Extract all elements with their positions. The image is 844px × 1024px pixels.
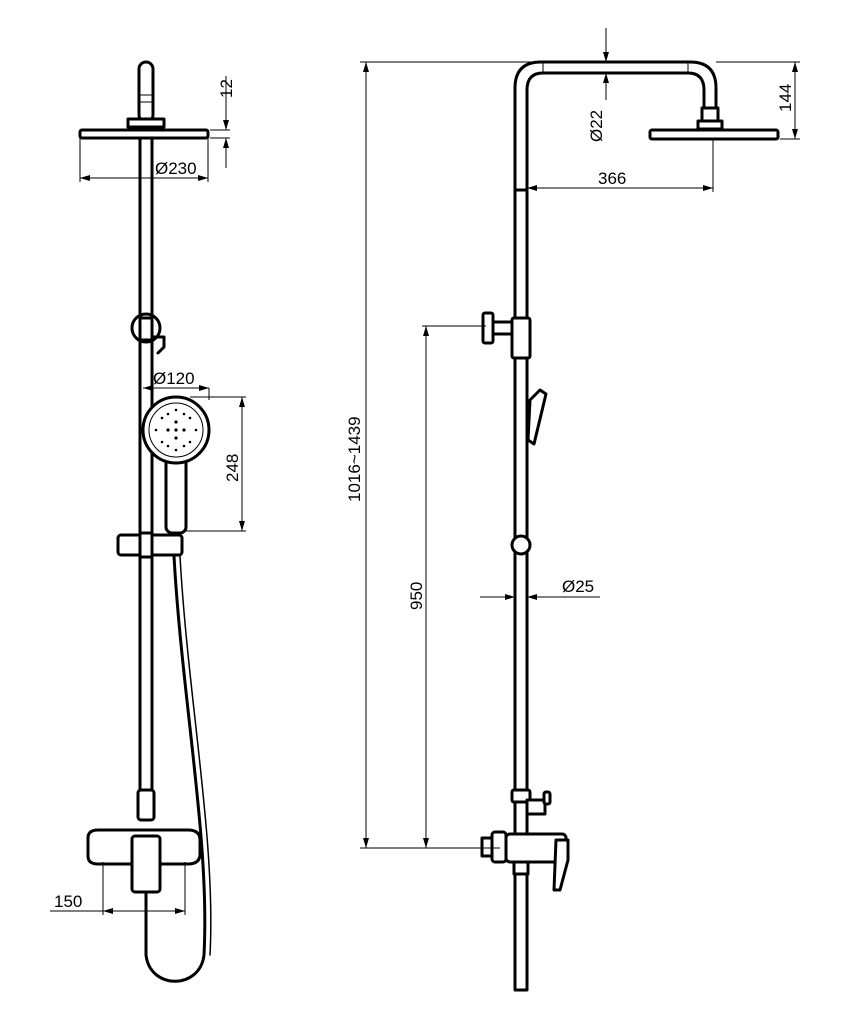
- dimension-arm-projection: 366: [527, 139, 714, 192]
- dimension-total-height: 1016~1439: [345, 61, 540, 849]
- mixer-front: [86, 788, 202, 894]
- holder-front: [130, 312, 166, 355]
- dim-label-22: Ø22: [587, 110, 606, 142]
- slider-knob: [510, 534, 532, 556]
- dim-label-120: Ø120: [153, 369, 195, 388]
- dim-label-25: Ø25: [562, 577, 594, 596]
- slider-bracket-front: [116, 531, 184, 559]
- dimension-overhead-diameter: Ø230: [79, 138, 209, 182]
- mixer-side: [480, 788, 570, 892]
- dim-label-12: 12: [217, 79, 236, 98]
- dimension-head-drop: 144: [716, 61, 800, 140]
- dimension-overhead-thickness: 12: [210, 76, 236, 168]
- dim-label-144: 144: [776, 84, 795, 112]
- dim-label-150: 150: [54, 892, 82, 911]
- hose: [144, 554, 207, 983]
- side-view: 1016~1439 950 Ø22 144 366 Ø25: [345, 28, 800, 992]
- dim-label-950: 950: [407, 582, 426, 610]
- diverter-knob: [481, 311, 532, 360]
- dimension-pipe-diameter: Ø25: [480, 577, 600, 600]
- dimension-arm-diameter: Ø22: [587, 28, 609, 142]
- dim-label-248: 248: [223, 454, 242, 482]
- front-view: 12 Ø230 Ø120 248 150: [50, 60, 246, 983]
- dim-label-366: 366: [598, 169, 626, 188]
- hose-edge: [179, 555, 212, 956]
- overhead-shower-front: [78, 60, 210, 140]
- hand-shower-clip: [526, 388, 548, 446]
- dim-label-total-height: 1016~1439: [345, 416, 364, 502]
- dim-label-230: Ø230: [155, 159, 197, 178]
- dimension-mixer-spacing: 150: [50, 862, 186, 915]
- hand-shower-front: [141, 395, 211, 535]
- dimension-950: 950: [407, 325, 486, 848]
- dimension-hand-shower-length: 248: [186, 396, 246, 532]
- riser-pipe-front: [138, 136, 154, 795]
- top-arm: [513, 60, 780, 192]
- dimension-hand-shower-diameter: Ø120: [143, 369, 210, 400]
